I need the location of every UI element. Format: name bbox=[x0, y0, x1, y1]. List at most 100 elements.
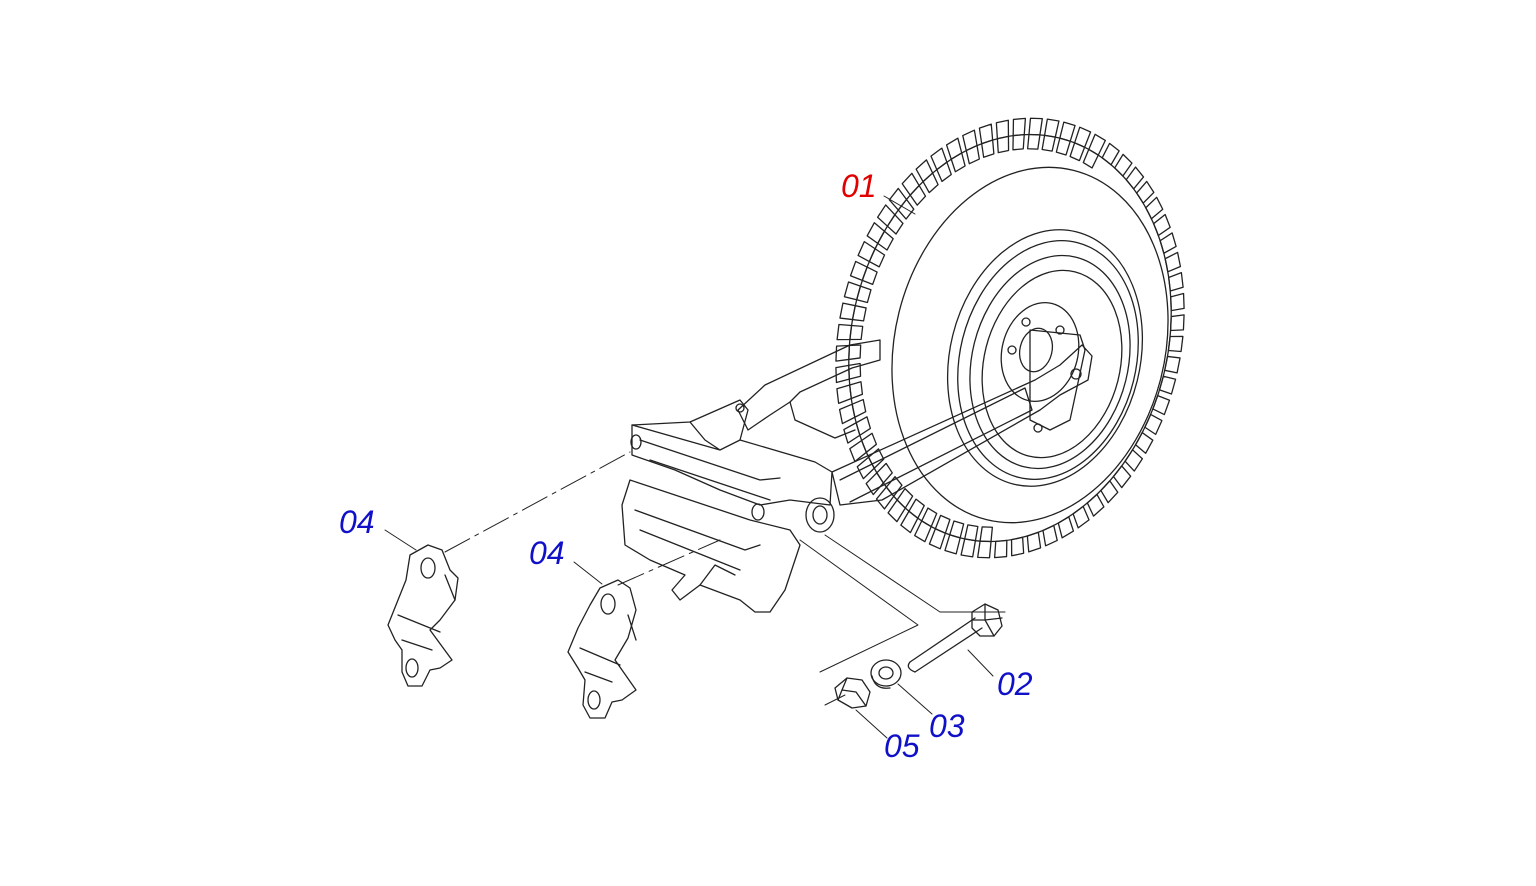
tread-lug bbox=[1082, 148, 1099, 169]
callout-04-left: 04 bbox=[339, 504, 375, 540]
tread-lug bbox=[996, 135, 1010, 154]
tread-block bbox=[1010, 536, 1025, 557]
leader-01 bbox=[883, 195, 916, 215]
tread-block bbox=[915, 159, 934, 183]
tread-lug bbox=[886, 214, 904, 235]
tread-block bbox=[900, 510, 919, 534]
top-lug-hole bbox=[735, 403, 745, 413]
tread-block bbox=[945, 137, 963, 160]
tread-lug bbox=[849, 381, 864, 400]
assembly-lines bbox=[444, 451, 846, 706]
tread-block bbox=[1057, 516, 1075, 539]
leader-05 bbox=[855, 709, 888, 739]
hub-bolt-icon bbox=[1021, 317, 1031, 327]
frame-hole bbox=[630, 434, 642, 450]
tread-block bbox=[1167, 335, 1184, 353]
tread-lug bbox=[936, 161, 952, 183]
tire-tread bbox=[835, 117, 1185, 559]
rim-ring-2 bbox=[969, 254, 1131, 470]
tread-block bbox=[1135, 180, 1155, 204]
rim-outer bbox=[946, 229, 1144, 487]
tread-block bbox=[1042, 524, 1058, 547]
lower-bracket-detail bbox=[634, 509, 761, 586]
tread-block bbox=[1170, 292, 1185, 312]
tread-lug bbox=[855, 416, 872, 436]
hub-disc bbox=[1000, 301, 1080, 403]
tread-block bbox=[876, 204, 896, 227]
tread-lug bbox=[1069, 142, 1086, 162]
callout-01: 01 bbox=[841, 168, 877, 204]
axle-plate bbox=[1029, 329, 1086, 431]
rim-ring-3 bbox=[981, 269, 1123, 459]
tread-block bbox=[857, 240, 876, 263]
tread-block bbox=[1169, 314, 1185, 332]
tread-lug bbox=[922, 172, 939, 194]
tread-lug bbox=[981, 139, 995, 158]
tread-block bbox=[888, 187, 908, 211]
tread-lug bbox=[856, 285, 872, 304]
tread-lug bbox=[896, 487, 914, 509]
leader-04a bbox=[384, 529, 417, 551]
tread-lug bbox=[861, 266, 878, 286]
tread-block bbox=[960, 538, 977, 558]
tread-block bbox=[1112, 465, 1132, 489]
callout-05: 05 bbox=[884, 728, 920, 764]
tread-block bbox=[1072, 505, 1090, 529]
tread-block bbox=[887, 499, 906, 523]
frame-block bbox=[631, 399, 833, 506]
tread-block bbox=[1101, 142, 1120, 166]
leader-03 bbox=[897, 683, 933, 715]
tread-block bbox=[1158, 375, 1177, 395]
tread-block bbox=[836, 384, 852, 405]
tread-lug bbox=[877, 230, 894, 251]
fork-lower-arm bbox=[831, 344, 1093, 506]
tread-lug bbox=[934, 514, 951, 534]
tread-lug bbox=[979, 526, 994, 543]
tread-lug bbox=[849, 324, 864, 341]
tread-lug bbox=[851, 398, 867, 418]
pivot-hole bbox=[812, 505, 828, 525]
tread-lug bbox=[950, 152, 966, 173]
tread-lug bbox=[949, 520, 965, 539]
tread-block bbox=[865, 472, 885, 496]
fork-upper-arm bbox=[737, 339, 881, 431]
tread-block bbox=[1114, 153, 1133, 177]
frame-top-face bbox=[631, 421, 741, 451]
tread-block bbox=[1152, 213, 1171, 237]
axis-lines bbox=[799, 534, 1006, 673]
tread-block bbox=[856, 456, 875, 480]
bracket-04-right bbox=[567, 579, 637, 719]
hub-bolt-icon bbox=[1007, 345, 1017, 355]
wheel-assembly bbox=[835, 117, 1185, 559]
tread-lug bbox=[965, 144, 980, 165]
tread-block bbox=[993, 539, 1008, 559]
callout-03: 03 bbox=[929, 708, 965, 744]
callout-04-right: 04 bbox=[529, 535, 565, 571]
tread-block bbox=[914, 520, 932, 543]
tread-lug bbox=[868, 248, 886, 268]
tire-outer bbox=[848, 133, 1172, 543]
rim-ring bbox=[957, 240, 1139, 480]
tread-block bbox=[1043, 118, 1060, 138]
washer-03 bbox=[870, 659, 902, 689]
fork-upper-inner bbox=[789, 401, 856, 439]
tire-inner bbox=[891, 166, 1169, 524]
callout-02: 02 bbox=[997, 666, 1033, 702]
tread-block bbox=[866, 222, 886, 245]
tread-block bbox=[1012, 117, 1027, 137]
tread-block bbox=[930, 147, 948, 171]
fork-lower-face bbox=[839, 387, 1033, 503]
nut-05 bbox=[834, 677, 871, 709]
tread-block bbox=[849, 439, 868, 463]
axle-bolt-icon bbox=[1070, 368, 1082, 380]
bracket-04-left bbox=[387, 544, 459, 687]
hub-bolt-icon bbox=[1055, 325, 1065, 335]
tread-lug bbox=[921, 507, 938, 528]
tread-block bbox=[901, 172, 920, 196]
tread-block bbox=[1028, 117, 1043, 136]
lower-bracket bbox=[621, 479, 801, 613]
leader-04b bbox=[573, 561, 603, 585]
tread-block bbox=[1125, 166, 1145, 190]
tread-block bbox=[977, 540, 992, 559]
